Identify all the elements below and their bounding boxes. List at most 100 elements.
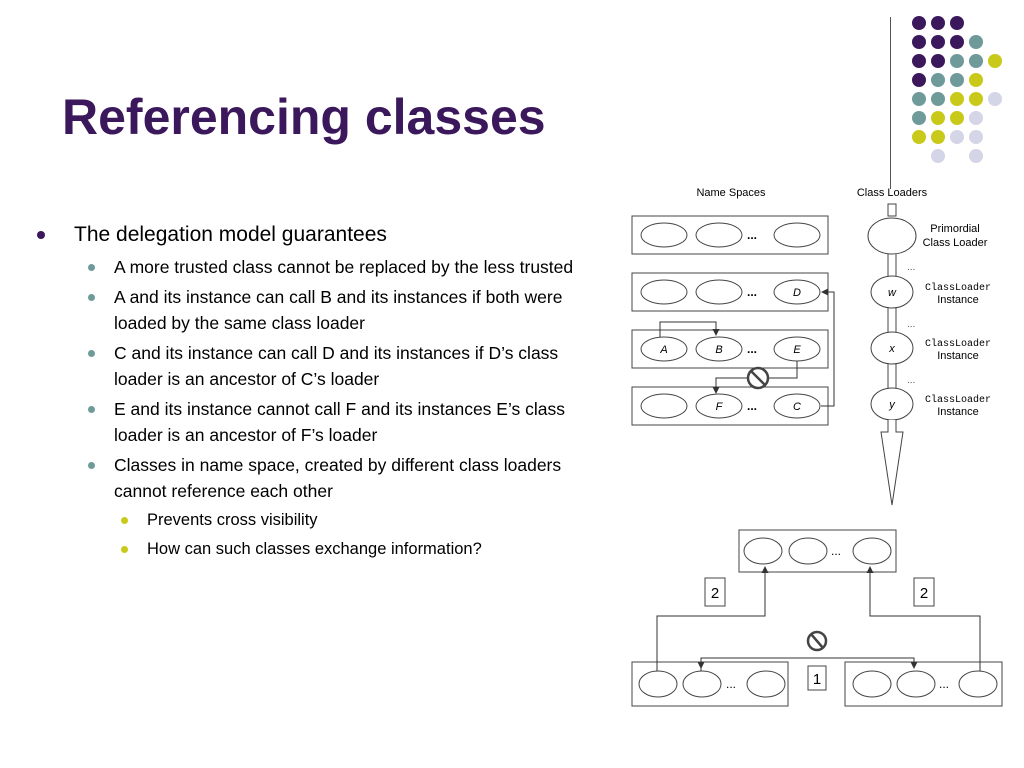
bullet-level2: E and its instance cannot call F and its…: [37, 396, 597, 448]
bullet-level3: Prevents cross visibility: [37, 508, 597, 532]
slide-title: Referencing classes: [62, 89, 546, 145]
bullet-marker: [88, 264, 95, 271]
arrow-right-to-parent: [866, 566, 981, 671]
ellipsis-text: ...: [747, 228, 757, 242]
bullet-text: A and its instance can call B and its in…: [114, 287, 563, 333]
ellipsis-text: ...: [726, 677, 736, 691]
bullet-marker: [88, 294, 95, 301]
arrow-left-to-right-blocked: [700, 657, 918, 671]
primordial-label-line1: Primordial: [930, 223, 980, 235]
decorative-dot-grid: [912, 16, 1002, 163]
arrow-a-to-b: [659, 321, 720, 337]
bullet-marker: [121, 517, 128, 524]
decorative-dot: [969, 35, 983, 49]
child-namespace-right: ...: [844, 661, 1003, 707]
decorative-dot: [912, 54, 926, 68]
decorative-dot: [950, 54, 964, 68]
decorative-dot: [931, 35, 945, 49]
bullet-marker: [121, 546, 128, 553]
decorative-dot: [912, 130, 926, 144]
decorative-dot: [912, 73, 926, 87]
label-2-right: 2: [920, 585, 928, 602]
ellipsis-text: ...: [939, 677, 949, 691]
bullet-marker: [88, 406, 95, 413]
bullet-text: Classes in name space, created by differ…: [114, 455, 562, 501]
loader-x-instance: Instance: [937, 350, 979, 362]
bullet-level2: C and its instance can call D and its in…: [37, 340, 597, 392]
parent-namespace-box: ...: [738, 529, 897, 573]
decorative-dot: [969, 149, 983, 163]
loader-y-label: y: [888, 399, 896, 411]
loader-x-label: x: [888, 343, 895, 355]
decorative-dot: [931, 16, 945, 30]
decorative-dot: [931, 92, 945, 106]
label-box-2-left: [704, 577, 726, 607]
bullet-level1: The delegation model guarantees: [37, 222, 597, 248]
decorative-dot: [931, 149, 945, 163]
bullet-marker: [88, 350, 95, 357]
namespace-row-1: ...: [631, 215, 829, 255]
loader-w: w ClassLoader Instance: [870, 275, 991, 309]
decorative-dot: [969, 92, 983, 106]
decorative-dot: [912, 111, 926, 125]
bullet-text: How can such classes exchange informatio…: [147, 540, 482, 558]
class-label-d: D: [793, 287, 801, 299]
loader-w-label: w: [888, 287, 897, 299]
loader-y-classloader: ClassLoader: [925, 394, 991, 406]
loader-chain-line: [887, 203, 897, 217]
primordial-label-line2: Class Loader: [923, 237, 988, 249]
decorative-dot: [931, 111, 945, 125]
bullet-level2: A and its instance can call B and its in…: [37, 284, 597, 336]
bullet-text: A more trusted class cannot be replaced …: [114, 257, 574, 277]
decorative-dot: [950, 73, 964, 87]
decorative-dot: [931, 54, 945, 68]
class-label-e: E: [793, 344, 801, 356]
namespace-row-4: F ... C: [631, 386, 829, 426]
chain-dots: ...: [907, 375, 915, 386]
namespace-row-3: A B ... E: [631, 329, 829, 369]
bullet-level2: Classes in name space, created by differ…: [37, 452, 597, 504]
decorative-dot: [950, 130, 964, 144]
bullet-marker: [37, 231, 45, 239]
class-label-a: A: [659, 344, 667, 356]
ellipsis-text: ...: [747, 399, 757, 413]
primordial-loader: Primordial Class Loader: [867, 217, 988, 255]
loader-y: y ClassLoader Instance: [870, 387, 991, 421]
ellipsis-text: ...: [747, 285, 757, 299]
bullet-text: C and its instance can call D and its in…: [114, 343, 559, 389]
bullet-text: Prevents cross visibility: [147, 511, 318, 529]
decorative-dot: [969, 130, 983, 144]
loader-w-instance: Instance: [937, 294, 979, 306]
decorative-dot: [931, 130, 945, 144]
decorative-dot: [931, 73, 945, 87]
decorative-dot: [950, 35, 964, 49]
class-label-c: C: [793, 401, 801, 413]
bullet-marker: [88, 462, 95, 469]
decorative-dot: [969, 73, 983, 87]
decorative-dot: [969, 54, 983, 68]
loader-x: x ClassLoader Instance: [870, 331, 991, 365]
label-box-2-right: [913, 577, 935, 607]
delegation-down-arrow: [880, 420, 904, 506]
prohibited-icon: [746, 366, 770, 390]
label-1: 1: [813, 671, 821, 688]
decorative-dot: [950, 16, 964, 30]
decorative-dot: [912, 35, 926, 49]
arrow-c-to-d: [821, 288, 835, 407]
bullet-level3: How can such classes exchange informatio…: [37, 537, 597, 561]
decorative-dot: [912, 92, 926, 106]
decorative-dot: [950, 92, 964, 106]
decorative-dot: [969, 111, 983, 125]
loader-x-classloader: ClassLoader: [925, 338, 991, 350]
decorative-dot: [912, 16, 926, 30]
arrow-left-to-parent: [656, 566, 769, 671]
child-namespace-left: ...: [631, 661, 789, 707]
ellipsis-text: ...: [747, 342, 757, 356]
label-box-1: [807, 665, 827, 691]
bullet-level2: A more trusted class cannot be replaced …: [37, 254, 597, 280]
decorative-dot: [988, 92, 1002, 106]
arrow-e-to-f: [712, 361, 798, 394]
class-label-b: B: [715, 344, 722, 356]
chain-dots: ...: [907, 262, 915, 273]
loader-y-instance: Instance: [937, 406, 979, 418]
